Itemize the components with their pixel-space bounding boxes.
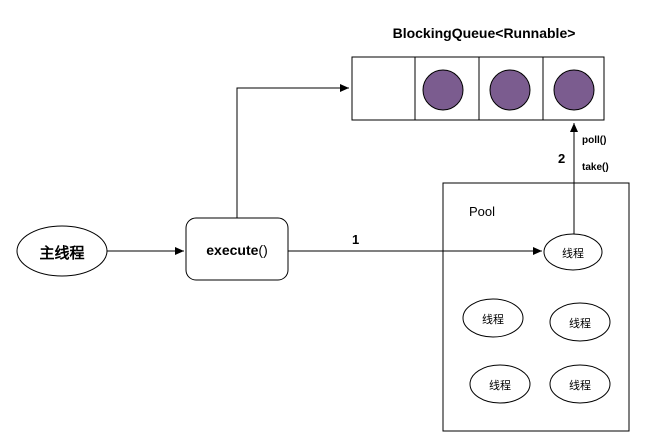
take-label: take() [582, 162, 609, 173]
step-2-label: 2 [558, 151, 566, 166]
queue-title: BlockingQueue<Runnable> [392, 25, 576, 41]
blocking-queue [351, 56, 605, 121]
queue-task-token [422, 69, 464, 111]
pool-thread-label: 线程 [569, 380, 591, 392]
pool-thread-label: 线程 [569, 318, 591, 330]
arrow-execute-to-queue [236, 84, 349, 218]
pool-thread-node [469, 364, 531, 404]
pool-label: Pool [469, 204, 496, 219]
poll-label: poll() [582, 135, 607, 146]
pool-thread-node [462, 298, 524, 338]
step-1-label: 1 [352, 232, 360, 247]
queue-task-token [553, 69, 595, 111]
main-thread-label: 主线程 [39, 245, 85, 262]
pool-thread-label: 线程 [482, 314, 504, 326]
pool-thread-label: 线程 [489, 380, 511, 392]
execute-parens: () [258, 242, 268, 258]
pool-thread-node [549, 302, 611, 342]
execute-label: execute() [206, 242, 267, 258]
execute-method-name: execute [206, 242, 259, 258]
queue-task-token [489, 69, 531, 111]
pool-thread-node [549, 364, 611, 404]
pool-thread-node [543, 233, 603, 271]
pool-thread-label: 线程 [562, 248, 584, 260]
